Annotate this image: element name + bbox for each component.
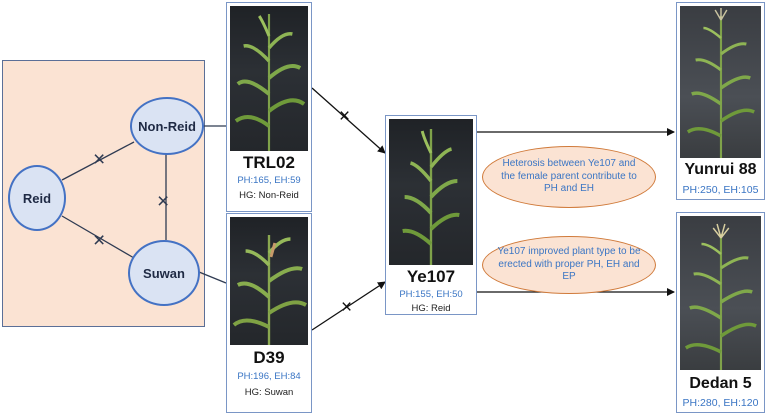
card-yunrui88-name: Yunrui 88	[684, 161, 757, 178]
cross-nonreid-suwan: ×	[157, 190, 170, 213]
card-d39-name: D39	[253, 348, 285, 367]
cross-d39-ye107: ×	[341, 297, 353, 318]
note-heterosis: Heterosis between Ye107 and the female p…	[482, 146, 656, 208]
card-trl02-metrics: PH:165, EH:59	[237, 175, 301, 186]
card-d39: D39 PH:196, EH:84 HG: Suwan	[226, 213, 312, 413]
cross-reid-nonreid: ×	[93, 148, 106, 171]
node-non-reid-label: Non-Reid	[138, 118, 196, 134]
plant-photo-trl02	[230, 6, 308, 151]
card-dedan5-name: Dedan 5	[689, 375, 752, 392]
card-ye107-group: HG: Reid	[411, 303, 451, 314]
card-trl02-name: TRL02	[243, 153, 295, 172]
node-reid-label: Reid	[22, 190, 52, 206]
note-plant-type-text: Ye107 improved plant type to be erected …	[497, 246, 641, 283]
node-non-reid: Non-Reid	[130, 97, 204, 155]
card-ye107-name: Ye107	[406, 267, 456, 286]
card-ye107-metrics: PH:155, EH:50	[399, 289, 463, 300]
plant-photo-dedan5	[680, 216, 761, 370]
node-suwan: Suwan	[128, 240, 200, 306]
cross-trl02-ye107: ×	[339, 106, 351, 127]
cross-reid-suwan: ×	[93, 229, 106, 252]
card-d39-group: HG: Suwan	[244, 387, 294, 398]
edge-reid-nonreid	[61, 141, 135, 181]
edge-reid-suwan	[61, 215, 135, 259]
plant-photo-ye107	[389, 119, 473, 265]
card-dedan5: Dedan 5 PH:280, EH:120	[676, 212, 765, 413]
node-reid: Reid	[8, 165, 66, 231]
node-suwan-label: Suwan	[143, 265, 185, 281]
card-yunrui88: Yunrui 88 PH:250, EH:105	[676, 2, 765, 200]
note-plant-type: Ye107 improved plant type to be erected …	[482, 236, 656, 294]
card-d39-metrics: PH:196, EH:84	[237, 371, 301, 382]
card-trl02-group: HG: Non-Reid	[239, 190, 299, 201]
plant-photo-d39	[230, 217, 308, 345]
plant-photo-yunrui88	[680, 6, 761, 158]
link-suwan-d39	[198, 271, 227, 284]
arrow-trl02-ye107	[311, 87, 386, 154]
card-yunrui88-metrics: PH:250, EH:105	[682, 184, 759, 196]
note-heterosis-text: Heterosis between Ye107 and the female p…	[501, 158, 637, 195]
card-trl02: TRL02 PH:165, EH:59 HG: Non-Reid	[226, 2, 312, 212]
card-ye107: Ye107 PH:155, EH:50 HG: Reid	[385, 115, 477, 315]
arrow-d39-ye107	[311, 281, 386, 331]
card-dedan5-metrics: PH:280, EH:120	[682, 397, 759, 409]
